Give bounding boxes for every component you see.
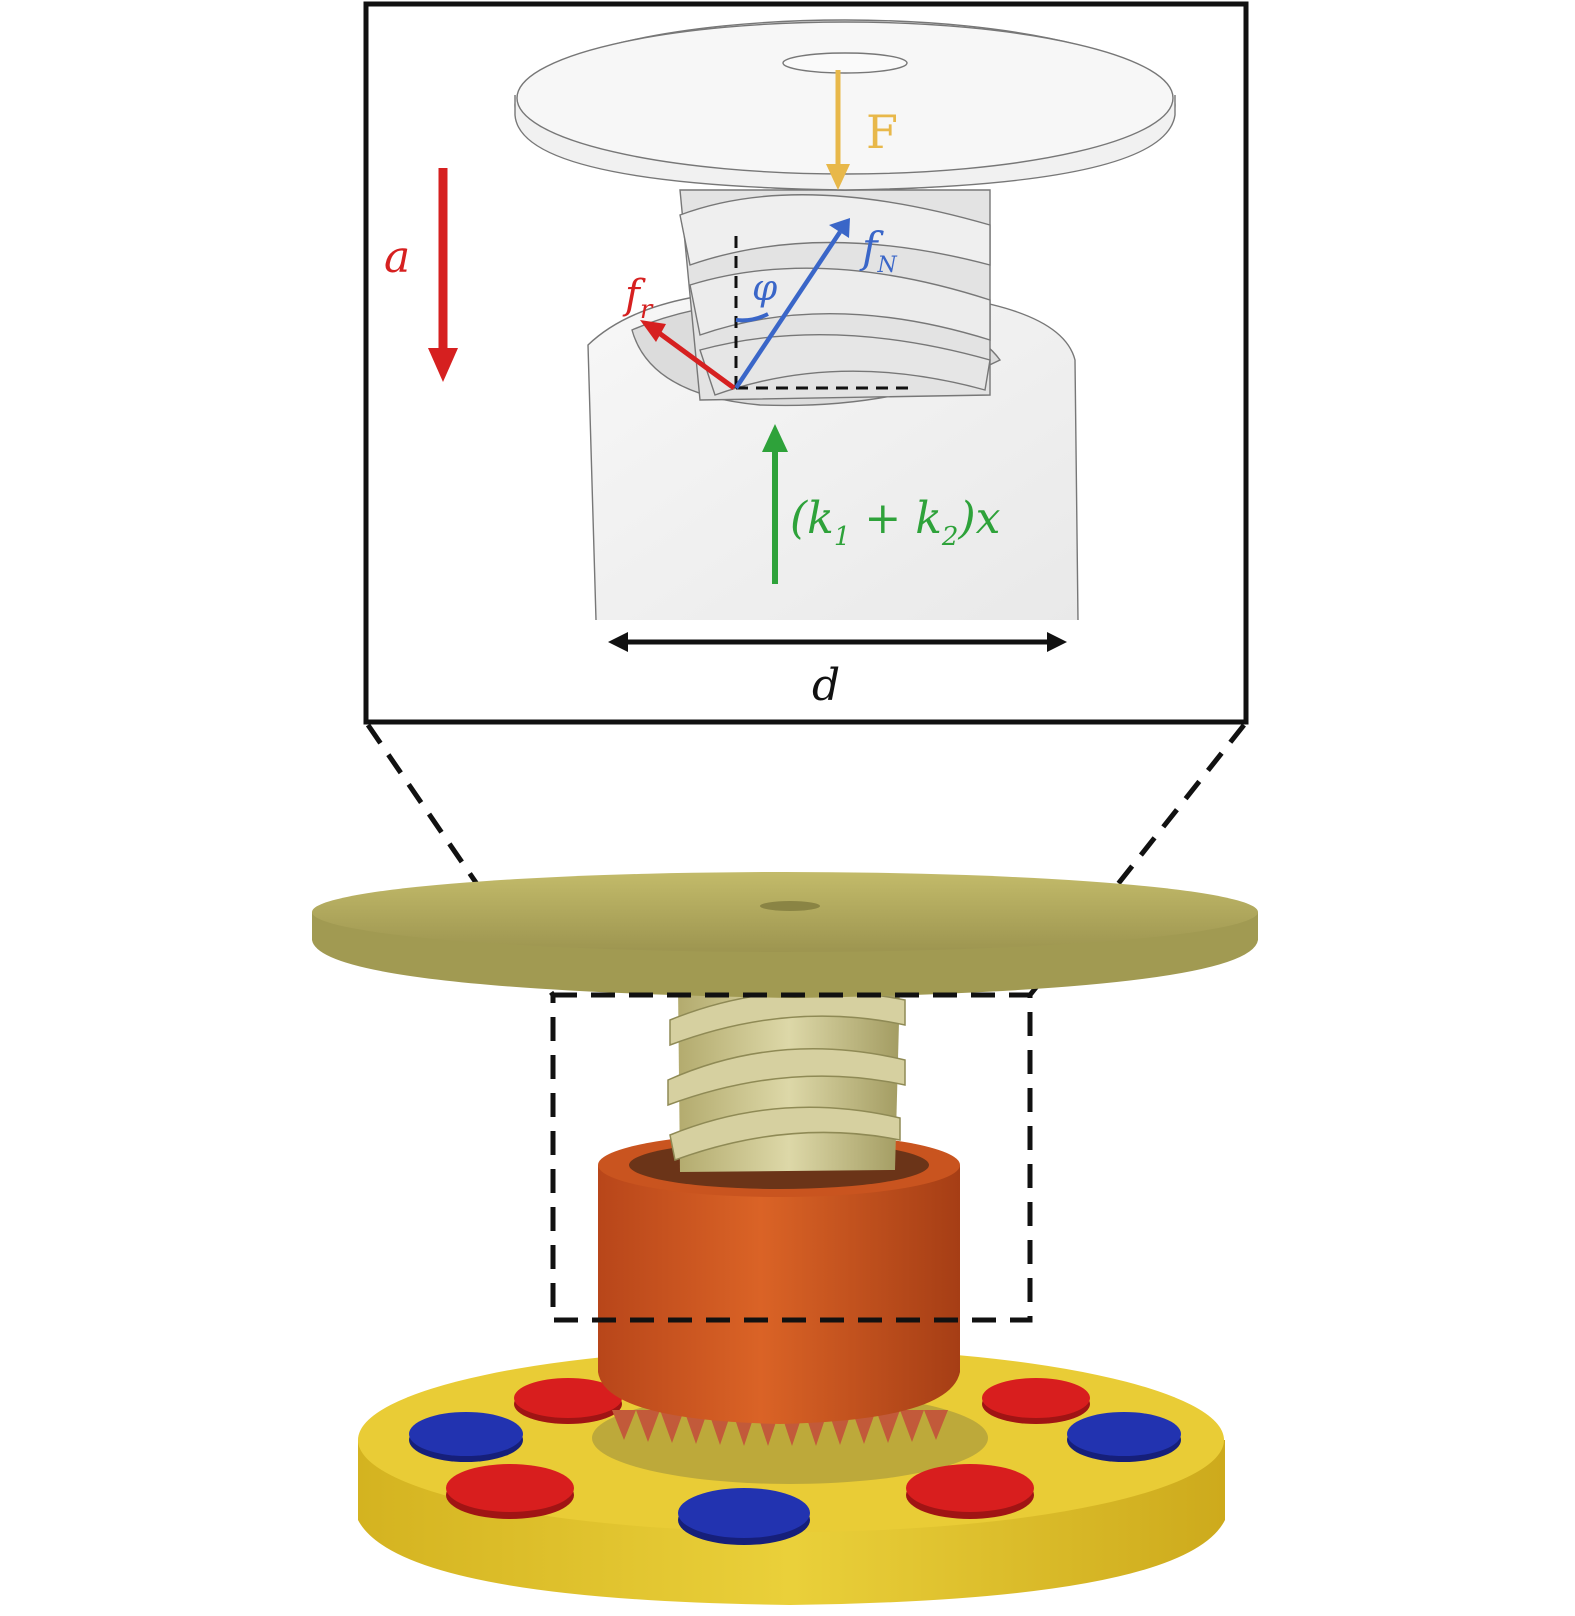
red-disc (906, 1464, 1034, 1519)
sketch-thread-2 (689, 267, 991, 341)
red-disc (446, 1464, 574, 1519)
accel-a-arrow (428, 168, 458, 382)
top-plate-hole (760, 901, 820, 911)
spring-force-label: (k1 + k2)x (790, 493, 1001, 552)
diameter-arrow (608, 632, 1067, 652)
render-mechanism (312, 872, 1258, 1605)
zoom-region-box (550, 992, 1033, 1323)
sketch-thread-1 (679, 194, 991, 266)
orange-nut-body (598, 1165, 960, 1424)
gear-teeth (612, 1410, 948, 1446)
force-F-label: F (866, 105, 898, 159)
spring-force-arrow (762, 424, 788, 584)
angle-label: φ (752, 268, 778, 309)
diameter-label: d (812, 660, 840, 711)
blue-disc (1067, 1412, 1181, 1462)
normal-force-arrow (734, 218, 850, 390)
force-F-arrow (826, 70, 850, 190)
magnet-discs (409, 1378, 1181, 1545)
sketch-top-hole (782, 52, 908, 74)
zoom-line-right (1028, 723, 1246, 997)
blue-disc (409, 1412, 523, 1462)
reference-lines (734, 235, 910, 390)
accel-a-label: a (384, 232, 410, 283)
sketch-top-plate-face (516, 21, 1174, 175)
friction-force-arrow (640, 320, 736, 391)
screw-threads (667, 990, 906, 1162)
red-disc (982, 1378, 1090, 1424)
top-plate-face (312, 872, 1258, 952)
inset-panel: F a fN φ fr (k1 + k2)x (363, 1, 1249, 725)
sketch-thread-3 (699, 333, 991, 396)
sketch-mechanism (514, 19, 1176, 621)
blue-disc (678, 1488, 810, 1545)
red-disc (514, 1378, 622, 1424)
angle-arc (735, 312, 769, 323)
